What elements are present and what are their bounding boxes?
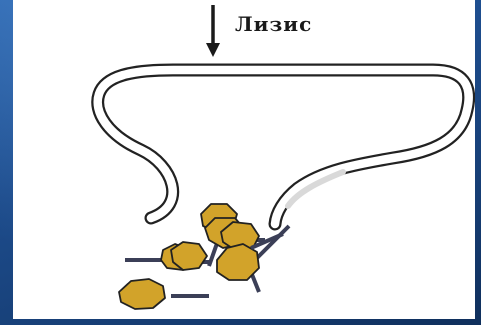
lysis-diagram [13, 0, 475, 319]
dna-strand [98, 70, 469, 224]
diagram-panel: Лизис [13, 0, 475, 319]
lysis-caption: Лизис [235, 12, 312, 36]
arrow-down-icon [206, 5, 220, 57]
phage-cluster [119, 204, 289, 309]
phage-particle-icon [171, 242, 209, 270]
phage-particle-icon [119, 279, 209, 309]
